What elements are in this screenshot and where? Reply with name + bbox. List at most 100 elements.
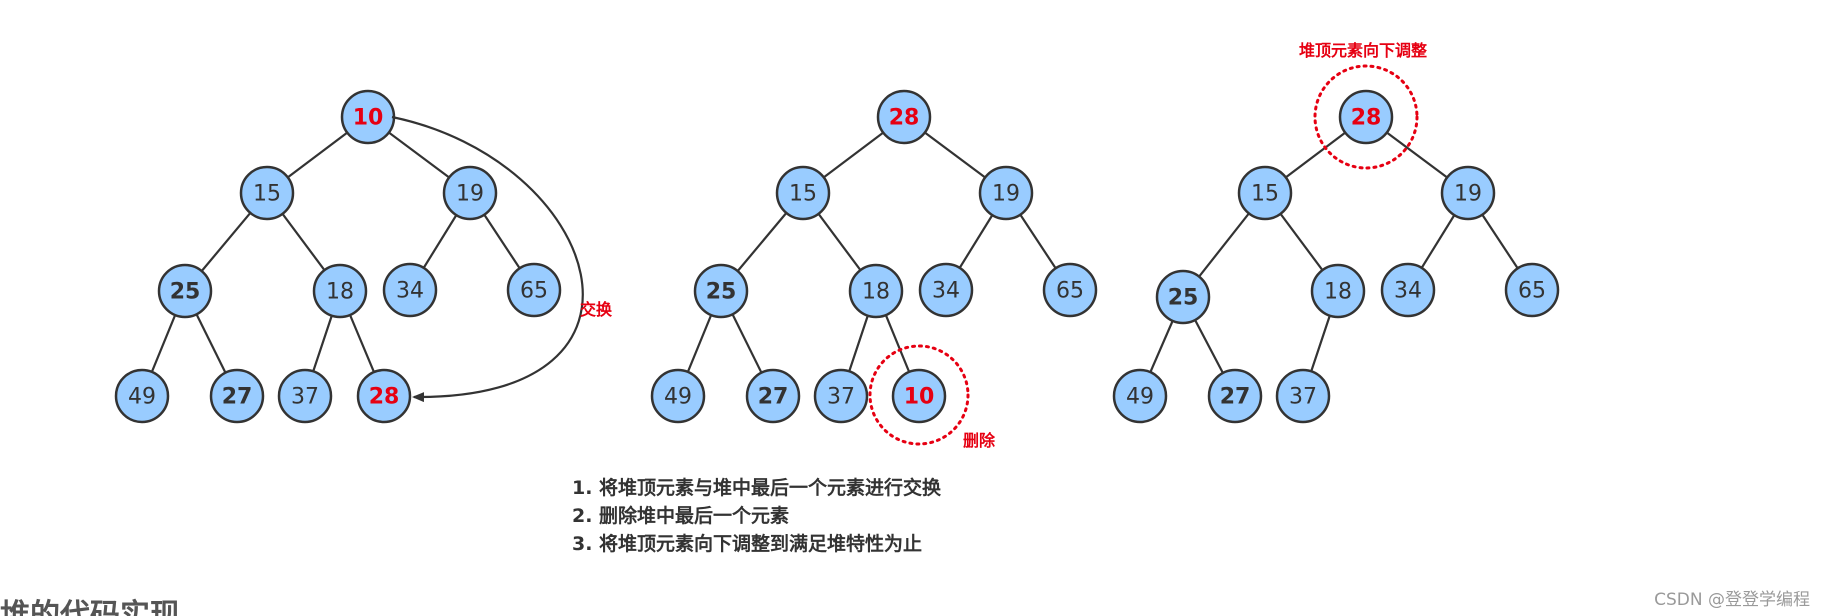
cutoff-section-heading: 堆的代码实现 [0,598,180,616]
adjust-label: 堆顶元素向下调整 [1299,41,1427,60]
heap-node: 28 [356,368,412,424]
node-circle [1207,368,1263,424]
node-label: 25 [1168,286,1199,311]
heap-node: 49 [1112,368,1168,424]
adjust-marker-circle [1313,64,1419,170]
node-circle [745,368,801,424]
heap-node: 27 [1207,368,1263,424]
node-circle [1155,269,1211,325]
heap-node: 18 [848,263,904,319]
node-circle [1504,262,1560,318]
node-label: 27 [222,385,253,410]
heap-node: 27 [209,368,265,424]
node-circle [1112,368,1168,424]
node-label: 18 [326,280,354,305]
node-circle [693,263,749,319]
heap-node: 49 [114,368,170,424]
heap-node: 37 [813,368,869,424]
node-label: 27 [1220,385,1251,410]
heap-node: 15 [1237,165,1293,221]
step-note-2: 2. 删除堆中最后一个元素 [572,504,789,527]
node-circle [891,368,947,424]
node-label: 37 [291,385,319,410]
heap-node: 15 [775,165,831,221]
heap-node: 28 [876,89,932,145]
heap-node: 19 [978,165,1034,221]
node-label: 15 [789,182,817,207]
heap-node: 25 [693,263,749,319]
node-label: 18 [1324,280,1352,305]
node-label: 19 [1454,182,1482,207]
node-circle [239,165,295,221]
node-circle [918,262,974,318]
heap-tree-3: 28 15 19 25 18 34 65 49 27 37 [1112,89,1560,424]
node-label: 65 [1518,279,1546,304]
node-circle [1042,262,1098,318]
heap-tree-1: 10 15 19 25 18 34 65 49 27 37 28 [114,89,562,424]
node-circle [650,368,706,424]
swap-arrow [391,115,584,403]
node-label: 34 [396,279,424,304]
heap-node: 19 [1440,165,1496,221]
node-label: 28 [889,106,920,131]
heap-node: 34 [918,262,974,318]
node-label: 10 [904,385,935,410]
swap-label: 交换 [580,300,613,319]
node-label: 34 [1394,279,1422,304]
node-label: 34 [932,279,960,304]
heap-node: 18 [312,263,368,319]
node-circle [848,263,904,319]
step-note-3: 3. 将堆顶元素向下调整到满足堆特性为止 [572,532,922,555]
heap-node: 18 [1310,263,1366,319]
node-circle [978,165,1034,221]
node-circle [312,263,368,319]
node-circle [157,263,213,319]
node-circle [1237,165,1293,221]
heap-tree-2: 28 15 19 25 18 34 65 49 27 37 10 [650,89,1098,424]
node-circle [1440,165,1496,221]
node-circle [1275,368,1331,424]
heap-node: 65 [1042,262,1098,318]
heap-node: 65 [506,262,562,318]
step-note-1: 1. 将堆顶元素与堆中最后一个元素进行交换 [572,476,942,499]
node-circle [114,368,170,424]
node-circle [1380,262,1436,318]
heap-node: 10 [340,89,396,145]
node-label: 28 [369,385,400,410]
heap-node: 34 [382,262,438,318]
node-circle [277,368,333,424]
node-circle [1338,89,1394,145]
node-label: 19 [456,182,484,207]
node-circle [356,368,412,424]
delete-marker-circle [868,344,970,446]
node-label: 28 [1351,106,1382,131]
heap-node: 27 [745,368,801,424]
heap-node: 25 [157,263,213,319]
node-circle [506,262,562,318]
delete-label: 删除 [963,431,996,450]
heap-node: 19 [442,165,498,221]
node-label: 49 [1126,385,1154,410]
node-label: 49 [664,385,692,410]
node-label: 19 [992,182,1020,207]
node-circle [382,262,438,318]
node-label: 37 [1289,385,1317,410]
node-circle [775,165,831,221]
node-label: 25 [706,280,737,305]
node-label: 25 [170,280,201,305]
heap-node: 28 [1338,89,1394,145]
heap-node: 49 [650,368,706,424]
heap-node: 15 [239,165,295,221]
heap-node: 37 [277,368,333,424]
heap-node: 65 [1504,262,1560,318]
node-label: 49 [128,385,156,410]
node-label: 65 [520,279,548,304]
node-label: 37 [827,385,855,410]
heap-node: 10 [891,368,947,424]
watermark: CSDN @登登学编程 [1654,590,1810,610]
heap-node: 25 [1155,269,1211,325]
node-label: 65 [1056,279,1084,304]
node-label: 10 [353,106,384,131]
node-label: 15 [1251,182,1279,207]
heap-node: 34 [1380,262,1436,318]
